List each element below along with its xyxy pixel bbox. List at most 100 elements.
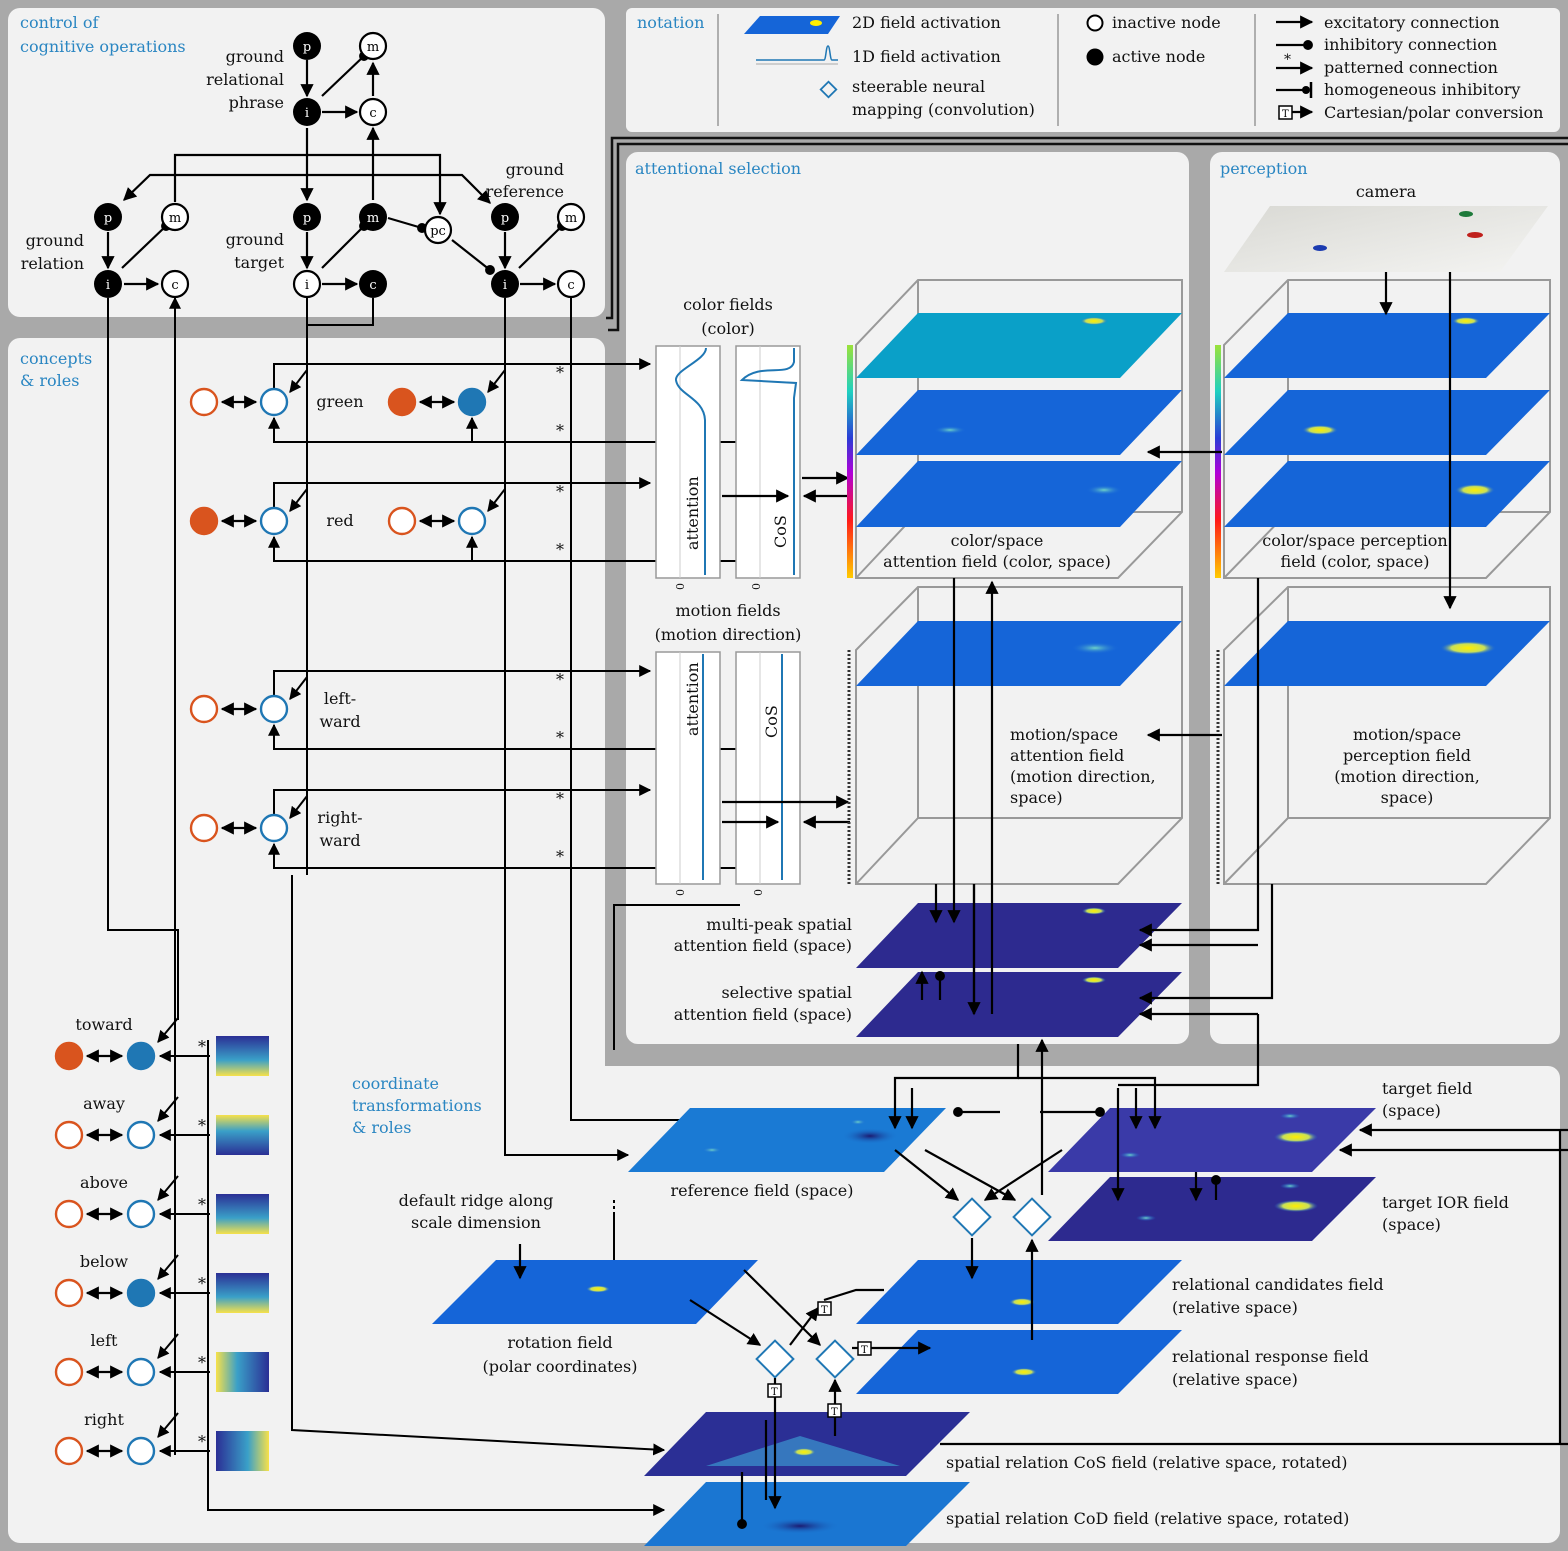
control-header-1: control of (20, 13, 99, 32)
svg-text:*: * (556, 789, 564, 808)
svg-text:T: T (831, 1407, 838, 1418)
notation-active: active node (1112, 47, 1205, 66)
svg-text:attention field (color, space): attention field (color, space) (883, 552, 1111, 571)
svg-text:c: c (369, 106, 376, 121)
concept-node-red-role-2 (387, 506, 417, 536)
notation-steer-1: steerable neural (852, 77, 985, 96)
svg-text:pc: pc (430, 224, 446, 239)
relation-label-toward: toward (75, 1015, 132, 1034)
concept-label-red: red (326, 511, 353, 530)
steer-mapping-2 (1012, 1197, 1052, 1237)
relation-label-left: left (91, 1331, 119, 1350)
svg-text:color/space: color/space (951, 531, 1044, 550)
svg-text:attention field (space): attention field (space) (674, 936, 852, 955)
svg-text:reference field (space): reference field (space) (671, 1181, 854, 1200)
svg-text:m: m (367, 211, 379, 226)
svg-text:*: * (1284, 52, 1291, 68)
selective-field (856, 972, 1182, 1037)
notation-field1d: 1D field activation (852, 47, 1001, 66)
relation-above: above* (54, 1173, 269, 1234)
concept-label-rightward: right- (317, 808, 362, 827)
svg-text:relational response field: relational response field (1172, 1347, 1369, 1366)
motion-attention-1d (655, 651, 721, 885)
node-target-m: m (359, 203, 387, 231)
svg-text:*: * (198, 1195, 206, 1214)
node-pc: pc (423, 215, 453, 245)
svg-text:p: p (303, 211, 311, 226)
svg-text:*: * (556, 540, 564, 559)
node-relation-p: p (94, 203, 122, 231)
concept-rows: **green**red**left-ward**right-ward (189, 358, 740, 869)
svg-text:attention field: attention field (1010, 746, 1124, 765)
coord-fields: reference field (space) target field (sp… (399, 1014, 1568, 1546)
svg-text:i: i (305, 106, 309, 121)
concept-node-rightward-role (189, 813, 219, 843)
svg-text:*: * (198, 1274, 206, 1293)
svg-text:i: i (106, 278, 110, 293)
coord-header-2: transformations (352, 1096, 482, 1115)
relation-node-toward (126, 1041, 156, 1071)
svg-text:*: * (556, 728, 564, 747)
concept-row-rightward: **right-ward (189, 784, 740, 869)
motion-cos-1d (735, 651, 801, 885)
color-cos-1d (735, 345, 801, 579)
svg-text:relational: relational (206, 70, 284, 89)
control-graph: ground relational phrase ground referenc… (21, 31, 586, 299)
svg-text:relation: relation (21, 254, 84, 273)
node-relation-i: i (94, 270, 122, 298)
svg-text:(space): (space) (1382, 1101, 1441, 1120)
svg-text:space): space) (1010, 788, 1063, 807)
svg-text:target IOR field: target IOR field (1382, 1193, 1509, 1212)
concepts-header-2: & roles (20, 371, 79, 390)
svg-text:*: * (198, 1116, 206, 1135)
svg-text:p: p (501, 211, 509, 226)
color-perception-3d: color/space perception field (color, spa… (1215, 279, 1551, 579)
relation-template-left (216, 1352, 269, 1392)
concept-node-green (259, 387, 289, 417)
reference-field (628, 1108, 946, 1172)
svg-text:T: T (861, 1345, 868, 1356)
node-reference-p: p (491, 203, 519, 231)
relation-template-away (216, 1115, 269, 1155)
svg-text:scale dimension: scale dimension (411, 1213, 541, 1232)
relation-role-left (54, 1357, 84, 1387)
group-relation-label: ground (26, 231, 84, 250)
svg-text:T: T (1282, 109, 1289, 120)
svg-text:m: m (169, 211, 181, 226)
svg-text:*: * (198, 1037, 206, 1056)
concept-row-green: **green (189, 358, 740, 443)
notation-legend: 2D field activation 1D field activation … (744, 13, 1543, 122)
svg-text:0: 0 (750, 583, 763, 590)
concept-node-red-role (189, 506, 219, 536)
notation-excitatory: excitatory connection (1324, 13, 1500, 32)
motion-attention-3d: motion/space attention field (motion dir… (847, 586, 1183, 885)
concept-row-red: **red (189, 477, 740, 562)
svg-text:p: p (303, 40, 311, 55)
notation-homogeneous: homogeneous inhibitory (1324, 80, 1520, 99)
svg-text:phrase: phrase (229, 93, 284, 112)
color-fields-title: color fields (683, 295, 773, 314)
svg-text:m: m (367, 40, 379, 55)
svg-text:motion/space: motion/space (1010, 725, 1118, 744)
rel-candidates-field (856, 1260, 1182, 1324)
group-target-label: ground (226, 230, 284, 249)
steer-mapping-1 (952, 1197, 992, 1237)
svg-text:(color): (color) (701, 319, 754, 338)
relation-node-above (126, 1199, 156, 1229)
relation-below: below* (54, 1252, 269, 1313)
svg-text:*: * (556, 363, 564, 382)
notation-panel (626, 8, 1560, 132)
relation-nodes: toward*away*above*below*left*right* (54, 1015, 269, 1471)
relation-label-right: right (84, 1410, 124, 1429)
color-attention-1d (655, 345, 721, 579)
svg-text:space): space) (1381, 788, 1434, 807)
relation-away: away * (54, 1094, 269, 1155)
svg-text:rotation field: rotation field (507, 1333, 612, 1352)
svg-text:ward: ward (319, 831, 360, 850)
field1d-icon (756, 45, 838, 61)
group-reference-label: ground (506, 160, 564, 179)
relation-role-right (54, 1436, 84, 1466)
svg-text:T: T (771, 1387, 778, 1398)
relation-label-away: away (83, 1094, 125, 1113)
